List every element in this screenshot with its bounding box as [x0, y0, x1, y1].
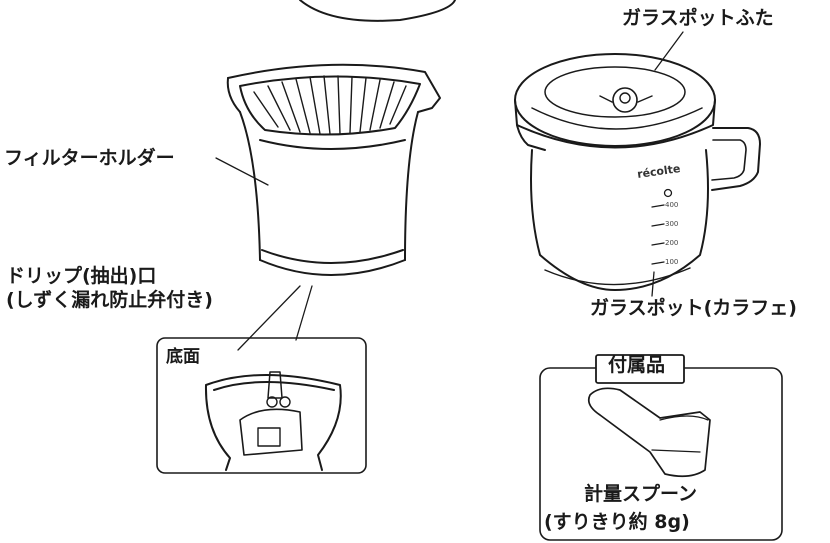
scale-label: 100 [665, 258, 679, 266]
spoon-note: (すりきり約 8g) [544, 511, 690, 533]
glass-pot-label: ガラスポット(カラフェ) [590, 297, 797, 319]
scale-label: 400 [665, 201, 679, 209]
drip-port-note: (しずく漏れ防止弁付き) [6, 289, 213, 311]
leader-pot [651, 271, 655, 297]
bottom-label: 底面 [166, 347, 200, 367]
glass-pot-drawing [514, 53, 761, 291]
filter-holder-drawing [226, 63, 441, 276]
filter-holder-label: フィルターホルダー [4, 147, 175, 169]
accessories-title: 付属品 [602, 356, 672, 375]
scale-label: 200 [665, 239, 679, 247]
bottom-callout [156, 337, 367, 474]
leader-drip [237, 285, 313, 351]
scale-label: 300 [665, 220, 679, 228]
spoon-label: 計量スプーン [584, 483, 698, 505]
leader-holder [215, 157, 269, 186]
drip-port-label: ドリップ(抽出)口 [6, 265, 157, 287]
leader-lid [654, 31, 684, 71]
machine-base-edge [299, 0, 456, 22]
lid-label: ガラスポットふた [622, 7, 774, 29]
